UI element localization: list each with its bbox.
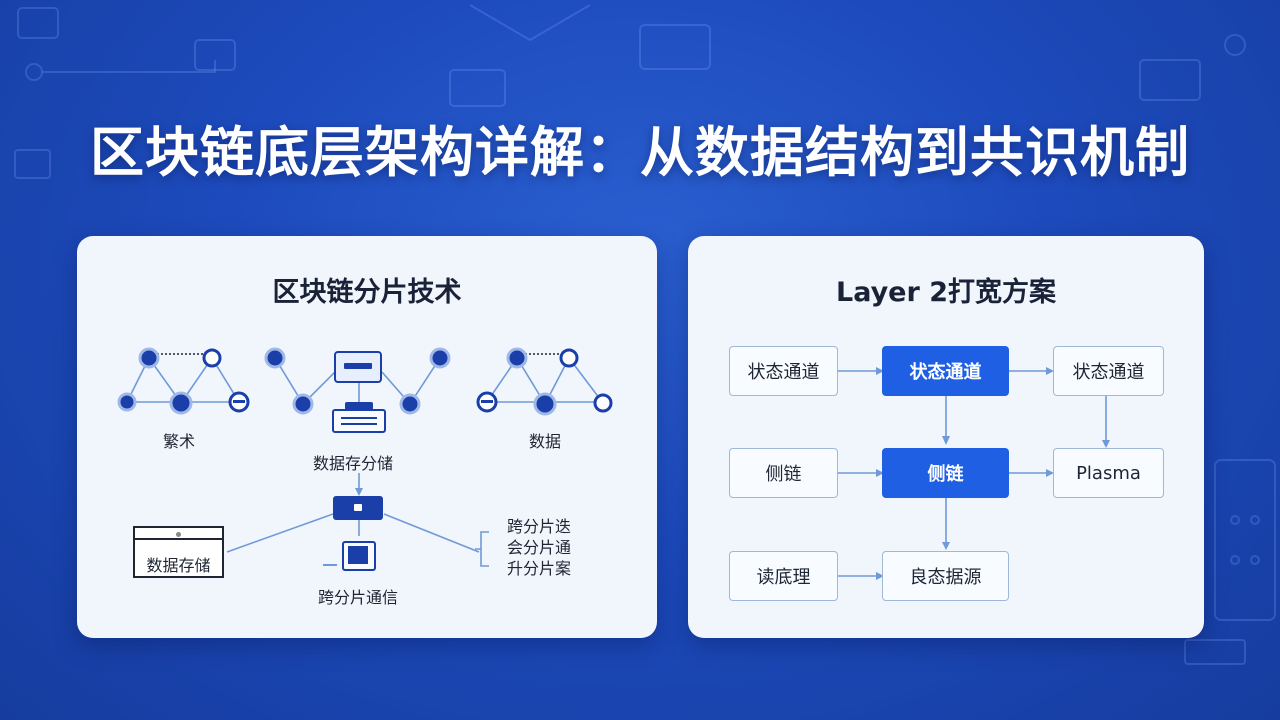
state-channel-output-box: 状态通道 bbox=[1053, 346, 1164, 396]
plasma-box: Plasma bbox=[1053, 448, 1164, 498]
shard-chip-icon bbox=[333, 496, 383, 520]
node bbox=[533, 392, 557, 416]
layer2-flow-arrows bbox=[838, 367, 1110, 580]
node bbox=[138, 347, 160, 369]
node bbox=[169, 391, 193, 415]
cross-shard-list: 跨分片迭 会分片通 升分片案 bbox=[507, 516, 571, 579]
processing-box: 读底理 bbox=[729, 551, 838, 601]
node bbox=[429, 347, 451, 369]
node bbox=[117, 392, 137, 412]
sidechain-highlight-box: 侧链 bbox=[882, 448, 1009, 498]
data-source-box: 良态据源 bbox=[882, 551, 1009, 601]
node bbox=[264, 347, 286, 369]
center-node-label: 数据存分储 bbox=[313, 454, 394, 473]
sidechain-box: 侧链 bbox=[729, 448, 838, 498]
layer2-panel: Layer 2打宽方案 状态通道 状态通道 状态通道 侧链 侧链 Plasma … bbox=[688, 236, 1204, 638]
node bbox=[202, 348, 222, 368]
sharding-panel-title: 区块链分片技术 bbox=[272, 277, 462, 308]
network-nodes bbox=[117, 347, 613, 416]
communication-icon bbox=[323, 541, 376, 571]
page-title: 区块链底层架构详解：从数据结构到共识机制 bbox=[90, 121, 1190, 184]
node bbox=[559, 348, 579, 368]
data-storage-label: 数据存储 bbox=[146, 556, 211, 575]
cross-shard-item: 跨分片迭 bbox=[507, 517, 572, 536]
cluster-left-label: 繁术 bbox=[163, 432, 196, 451]
node bbox=[399, 393, 421, 415]
cross-shard-item: 会分片通 bbox=[507, 538, 572, 557]
sharding-network-diagram bbox=[117, 347, 613, 571]
state-channel-box: 状态通道 bbox=[729, 346, 838, 396]
database-icon bbox=[332, 402, 386, 433]
layer2-panel-title: Layer 2打宽方案 bbox=[835, 277, 1056, 308]
cluster-right-label: 数据 bbox=[529, 432, 562, 451]
cross-shard-item: 升分片案 bbox=[507, 559, 572, 578]
state-channel-highlight-box: 状态通道 bbox=[882, 346, 1009, 396]
server-icon bbox=[334, 351, 382, 383]
node bbox=[292, 393, 314, 415]
node bbox=[593, 393, 613, 413]
node bbox=[506, 347, 528, 369]
data-storage-box: 数据存储 bbox=[133, 526, 224, 578]
sharding-panel: 区块链分片技术 bbox=[77, 236, 657, 638]
cross-shard-communication-label: 跨分片通信 bbox=[318, 588, 399, 607]
